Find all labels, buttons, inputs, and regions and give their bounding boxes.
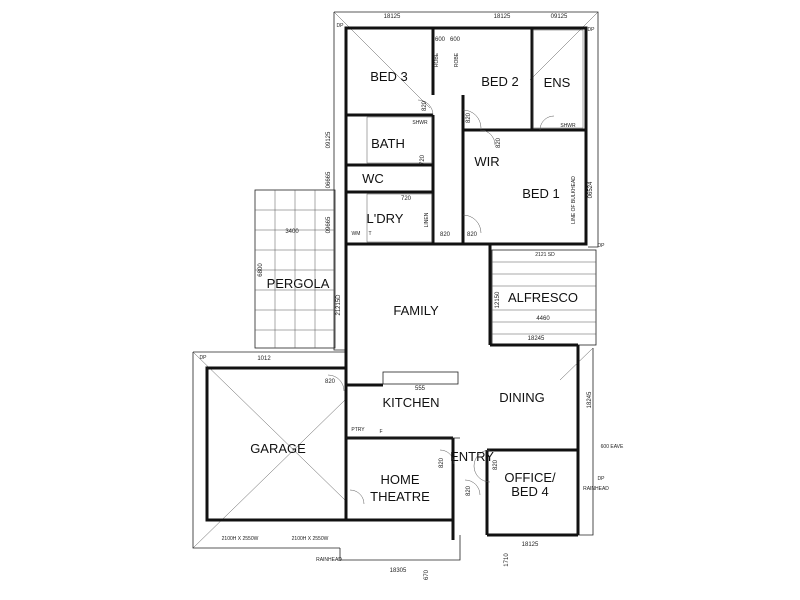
room-bed3: BED 3 bbox=[370, 69, 408, 84]
room-bed2: BED 2 bbox=[481, 74, 519, 89]
dim-door-bed2: 820 bbox=[466, 112, 472, 123]
walls bbox=[205, 26, 588, 540]
label-eave: 600 EAVE bbox=[601, 444, 624, 450]
dim-left-3: 09665 bbox=[326, 216, 332, 233]
room-home-theatre-line2: THEATRE bbox=[370, 489, 430, 504]
room-garage: GARAGE bbox=[250, 441, 306, 456]
dim-theatre-bottom: 18305 bbox=[390, 568, 407, 574]
dim-garage-top: 1012 bbox=[257, 356, 271, 362]
room-bed1: BED 1 bbox=[522, 186, 560, 201]
dim-alfresco-width: 4460 bbox=[536, 316, 550, 322]
dim-dining-side: 18245 bbox=[587, 391, 593, 408]
room-entry: ENTRY bbox=[450, 449, 494, 464]
dim-robe-2: 600 bbox=[450, 37, 461, 43]
room-office-line1: OFFICE/ bbox=[504, 470, 556, 485]
room-wc: WC bbox=[362, 171, 384, 186]
dim-top-mid: 18125 bbox=[494, 14, 511, 20]
label-shower-ensuite: SHWR bbox=[560, 123, 576, 129]
room-dining: DINING bbox=[499, 390, 545, 405]
dim-bench: 555 bbox=[415, 386, 426, 392]
dim-door-hall: 820 bbox=[440, 232, 451, 238]
dim-door-bath: 720 bbox=[420, 154, 426, 165]
room-alfresco: ALFRESCO bbox=[508, 290, 578, 305]
dim-left-1: 09125 bbox=[326, 131, 332, 148]
dim-pergola-width: 3400 bbox=[285, 229, 299, 235]
room-office-line2: BED 4 bbox=[511, 484, 549, 499]
dim-door-garage: 820 bbox=[325, 379, 336, 385]
room-ens: ENS bbox=[544, 75, 571, 90]
dim-door-wc: 720 bbox=[401, 196, 412, 202]
label-dp-2: DP bbox=[588, 27, 596, 33]
dim-office-bottom: 18125 bbox=[522, 542, 539, 548]
label-bulkhead: LINE OF BULKHEAD bbox=[571, 176, 577, 224]
dim-left-2: 06665 bbox=[326, 171, 332, 188]
dim-door-wir: 820 bbox=[496, 137, 502, 148]
label-rainhead-1: RAINHEAD bbox=[583, 486, 609, 492]
tiling bbox=[366, 29, 584, 243]
room-family: FAMILY bbox=[393, 303, 439, 318]
dim-robe-1: 600 bbox=[435, 37, 446, 43]
dim-alfresco-side: 12150 bbox=[495, 291, 501, 308]
label-trough: T bbox=[368, 231, 371, 237]
label-robe-1: ROBE bbox=[434, 52, 440, 67]
dim-porch-2: 670 bbox=[424, 569, 430, 580]
room-wir: WIR bbox=[474, 154, 499, 169]
dim-top-right: 09125 bbox=[551, 14, 568, 20]
label-shower-bath: SHWR bbox=[412, 120, 428, 126]
label-fridge: F bbox=[379, 429, 382, 435]
room-pergola: PERGOLA bbox=[267, 276, 330, 291]
dim-alfresco-bottom: 18245 bbox=[528, 336, 545, 342]
label-garage-door-1: 2100H X 2550W bbox=[222, 536, 259, 542]
label-dp-4: DP bbox=[200, 355, 208, 361]
room-home-theatre-line1: HOME bbox=[381, 472, 420, 487]
label-linen: LINEN bbox=[424, 212, 430, 227]
dim-pergola-depth: 6800 bbox=[258, 263, 264, 277]
dim-door-office: 820 bbox=[493, 459, 499, 470]
door-swings bbox=[327, 99, 555, 505]
room-kitchen: KITCHEN bbox=[382, 395, 439, 410]
label-sliding-door: 2121 SD bbox=[535, 252, 555, 258]
dim-door-bed3: 820 bbox=[422, 100, 428, 111]
dim-porch: 1710 bbox=[504, 553, 510, 567]
roof-outline bbox=[192, 11, 599, 561]
dim-top-left: 18125 bbox=[384, 14, 401, 20]
room-bath: BATH bbox=[371, 136, 405, 151]
label-dp-1: DP bbox=[337, 23, 345, 29]
label-washing-machine: WM bbox=[352, 231, 361, 237]
label-garage-door-2: 2100H X 2550W bbox=[292, 536, 329, 542]
dim-door-theatre: 820 bbox=[439, 457, 445, 468]
label-rainhead-2: RAINHEAD bbox=[316, 557, 342, 563]
dim-family-side: 21215D bbox=[336, 294, 342, 316]
label-robe-2: ROBE bbox=[454, 52, 460, 67]
room-laundry: L'DRY bbox=[367, 211, 404, 226]
dim-door-bed1: 820 bbox=[467, 232, 478, 238]
dim-bed1-side: 06524 bbox=[588, 181, 594, 198]
label-dp-3: DP bbox=[598, 243, 606, 249]
pergola-area bbox=[254, 189, 336, 349]
label-pantry: PTRY bbox=[351, 427, 365, 433]
dim-door-entry: 820 bbox=[466, 485, 472, 496]
label-dp-5: DP bbox=[598, 476, 606, 482]
